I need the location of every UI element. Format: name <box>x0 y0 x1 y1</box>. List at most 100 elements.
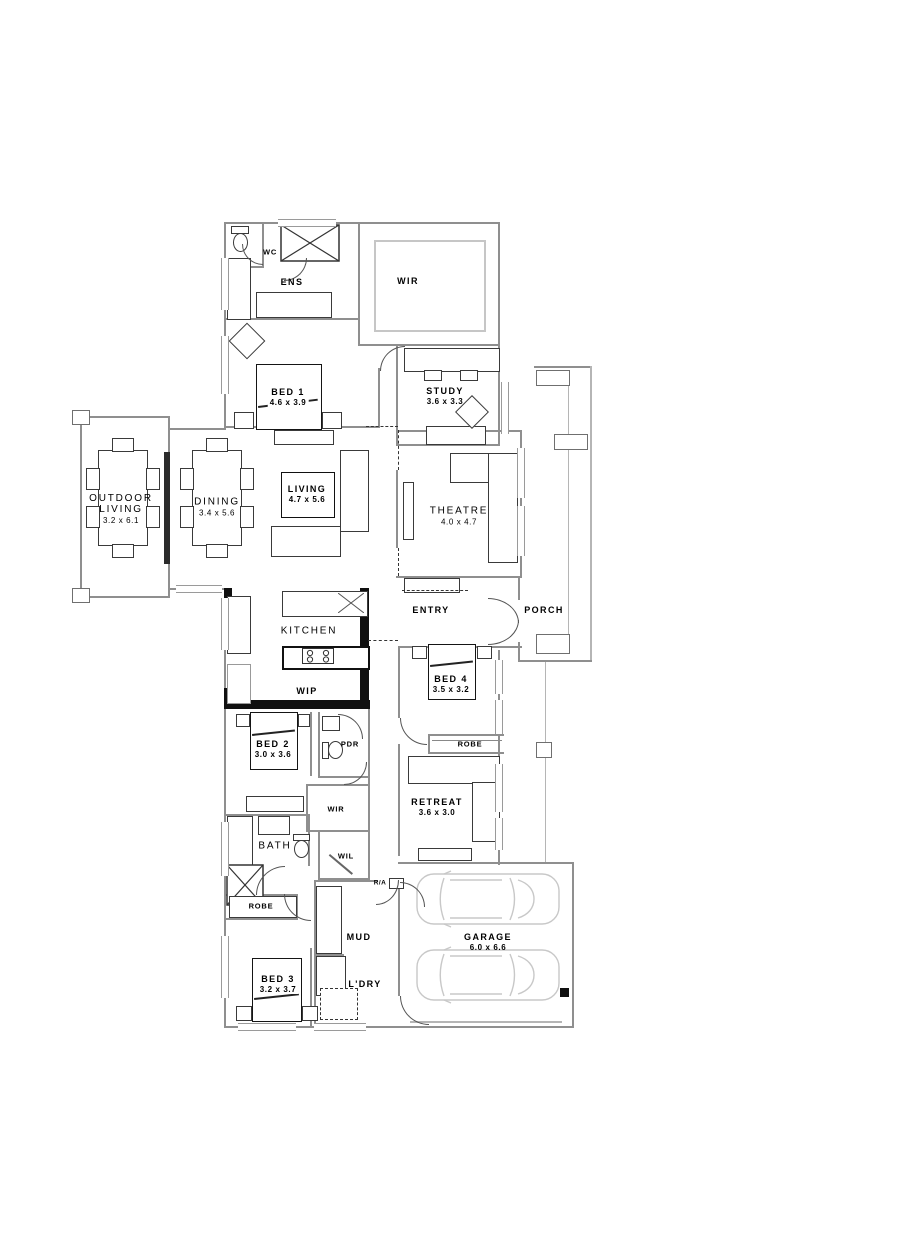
wall <box>314 880 378 882</box>
wall <box>498 346 500 446</box>
wall <box>318 712 320 776</box>
door-arc <box>488 620 519 645</box>
wall <box>396 470 398 548</box>
room-label-bath: BATH <box>258 840 292 852</box>
sofa-icon <box>271 526 341 557</box>
car-icon <box>416 870 560 928</box>
dashed-opening <box>398 430 399 470</box>
window <box>314 1023 366 1031</box>
tv-unit <box>274 430 334 445</box>
column-marker <box>560 988 569 997</box>
wall <box>224 588 226 1028</box>
bedside-table <box>477 646 492 659</box>
sink-hatch-icon <box>338 593 364 613</box>
wall <box>398 1026 574 1028</box>
wall <box>358 344 500 346</box>
robe-rail-line <box>432 740 502 741</box>
dashed-opening <box>402 590 468 591</box>
room-label-ens: ENS <box>280 277 304 287</box>
room-label-kitchen: KITCHEN <box>280 625 338 637</box>
wir-cabinetry <box>374 240 486 332</box>
chair-icon <box>240 506 254 528</box>
appliance-space <box>320 988 358 1020</box>
window <box>221 336 229 394</box>
chair-icon <box>180 468 194 490</box>
room-label-robe-bed3: ROBE <box>248 901 274 911</box>
outdoor-table <box>98 450 148 546</box>
room-label-porch: PORCH <box>524 605 564 615</box>
wall <box>398 744 400 758</box>
wall <box>306 784 308 830</box>
wall <box>396 576 522 578</box>
wall <box>428 752 504 754</box>
pier <box>72 410 90 425</box>
bathtub-icon <box>227 258 251 320</box>
kitchen-island <box>282 591 368 617</box>
wall-thick <box>224 588 232 602</box>
mud-lockers <box>316 886 342 954</box>
wall <box>318 832 320 878</box>
room-label-wir2: WIR <box>327 804 345 814</box>
door-arc <box>400 996 429 1025</box>
chair-icon <box>206 438 228 452</box>
pier <box>536 634 570 654</box>
tv-bench <box>418 848 472 861</box>
wall <box>226 318 358 320</box>
wall <box>358 224 360 344</box>
chair-icon <box>146 468 160 490</box>
wall <box>314 954 344 956</box>
porch-roof-line <box>568 382 569 638</box>
window <box>495 660 503 694</box>
chair-icon <box>112 438 134 452</box>
dashed-opening <box>366 426 398 427</box>
wall <box>224 1026 400 1028</box>
chair-icon <box>240 468 254 490</box>
bedside-table <box>236 1006 252 1021</box>
bedside-table <box>236 714 250 727</box>
pantry-shelf <box>227 664 251 704</box>
room-label-mud: MUD <box>346 932 372 942</box>
chair-icon <box>86 468 100 490</box>
desk <box>404 348 500 372</box>
wall <box>310 712 312 776</box>
wall <box>396 346 398 446</box>
console-table <box>404 578 460 593</box>
room-label-pdr: PDR <box>340 739 360 749</box>
car-icon <box>416 946 560 1004</box>
dashed-opening <box>368 640 398 641</box>
bedside-table <box>412 646 427 659</box>
room-label-ldry: L'DRY <box>348 979 382 989</box>
window <box>221 598 229 650</box>
window <box>221 258 229 310</box>
eave-line <box>590 366 592 662</box>
wall <box>226 814 310 816</box>
wall <box>518 576 520 600</box>
wall <box>398 862 574 864</box>
chair-icon <box>206 544 228 558</box>
window <box>501 382 509 434</box>
bedside-table <box>302 1006 318 1021</box>
chair-icon <box>228 322 266 360</box>
window <box>495 700 503 734</box>
dresser <box>246 796 304 812</box>
stove-icon <box>302 648 334 664</box>
wall <box>520 430 522 578</box>
bedside-table <box>322 412 342 429</box>
toilet-icon <box>328 741 343 759</box>
window <box>495 818 503 850</box>
wall <box>398 756 400 856</box>
bedside-table <box>234 412 254 429</box>
room-label-wil: WIL <box>337 851 355 861</box>
pier <box>536 742 552 758</box>
window <box>221 822 229 876</box>
wall <box>226 918 296 920</box>
window <box>238 1023 296 1031</box>
wall <box>498 646 522 648</box>
